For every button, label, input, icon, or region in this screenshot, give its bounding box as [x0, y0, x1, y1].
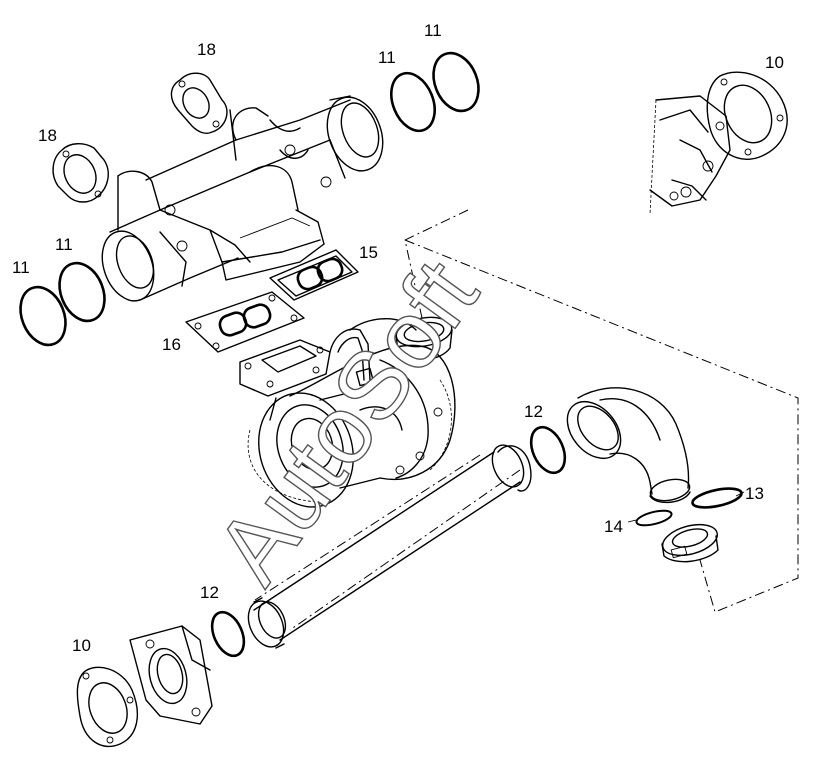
callout-14: 14 [604, 517, 623, 536]
callout-18-upper: 18 [197, 40, 216, 59]
callout-10-upper: 10 [765, 53, 784, 72]
ring-11-upper-b [432, 51, 480, 113]
ring-12-left [210, 610, 246, 658]
ring-13 [691, 487, 743, 509]
outlet-flange-upper [649, 95, 731, 215]
gasket-18-upper [170, 72, 228, 135]
ring-12-right [529, 425, 567, 475]
callout-10-lower: 10 [72, 636, 91, 655]
elbow-pipe [566, 387, 691, 503]
callout-11-upper-right: 11 [424, 21, 442, 40]
exhaust-pipe [247, 444, 532, 649]
callout-12-right: 12 [524, 402, 543, 421]
ring-14 [635, 509, 673, 527]
ring-11-lower-a [19, 285, 67, 347]
leader-lines [627, 491, 745, 523]
callout-labels: 18 18 11 11 11 11 10 10 15 16 12 12 13 1… [12, 21, 784, 655]
gasket-10-upper [706, 71, 788, 160]
callout-16: 16 [162, 335, 181, 354]
callout-13: 13 [745, 484, 764, 503]
pipe-clamp [661, 523, 719, 563]
callout-11-upper-left: 11 [378, 48, 396, 67]
callout-15: 15 [359, 243, 378, 262]
gasket-16 [185, 291, 305, 353]
outlet-flange-lower [129, 625, 213, 725]
assembly-guide-lines [254, 209, 799, 631]
callout-11-lower-left: 11 [12, 258, 30, 277]
callout-11-lower-right: 11 [55, 235, 73, 254]
ring-11-upper-a [390, 71, 436, 133]
ring-11-lower-b [58, 261, 106, 323]
turbocharger [239, 316, 456, 508]
exhaust-manifold [101, 95, 384, 302]
callout-18-left: 18 [38, 126, 57, 145]
gasket-10-lower [76, 666, 139, 748]
gasket-18-left [52, 143, 109, 203]
callout-12-left: 12 [200, 583, 219, 602]
gasket-15 [269, 249, 359, 301]
